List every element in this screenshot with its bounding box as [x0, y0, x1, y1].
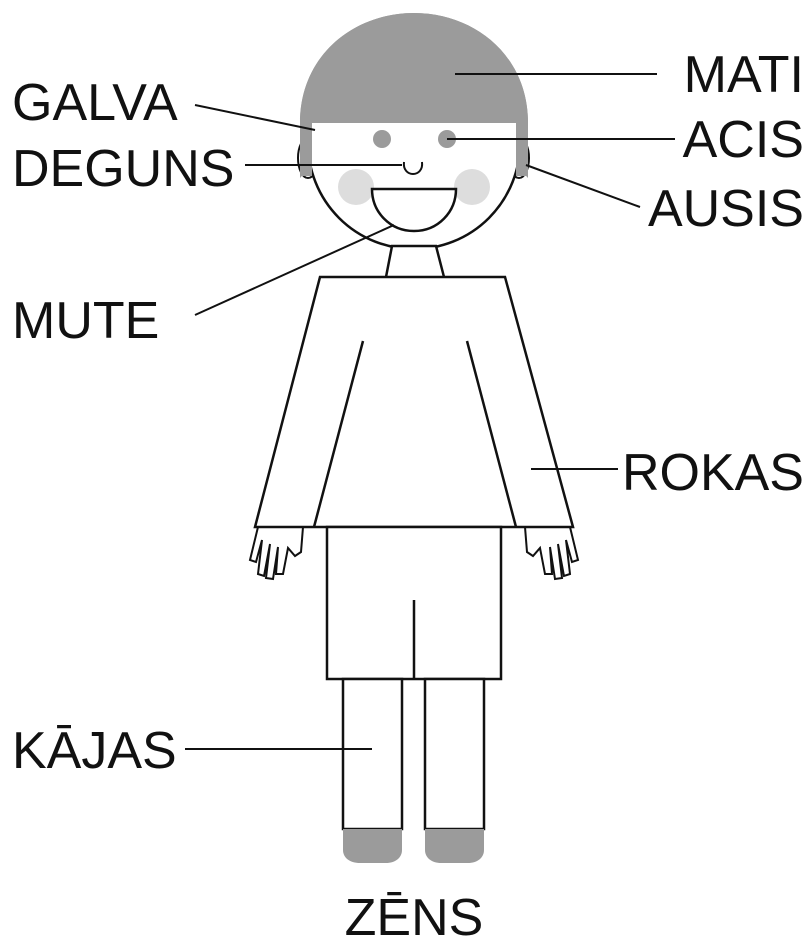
neck	[386, 246, 444, 277]
shirt	[255, 277, 573, 527]
left-cheek	[338, 169, 374, 205]
leader-galva	[195, 105, 315, 130]
label-rokas: ROKAS	[622, 444, 804, 502]
label-mute: MUTE	[12, 292, 159, 350]
left-eye	[373, 130, 391, 148]
label-mati: MATI	[684, 46, 804, 104]
right-shoe	[425, 829, 484, 863]
label-deguns: DEGUNS	[12, 140, 234, 198]
label-acis: ACIS	[683, 111, 804, 169]
hair-side-right	[516, 120, 528, 176]
right-leg	[425, 679, 484, 829]
left-hand	[250, 527, 303, 579]
right-cheek	[454, 169, 490, 205]
right-hand	[525, 527, 578, 579]
label-kajas: KĀJAS	[12, 722, 177, 780]
left-leg	[343, 679, 402, 829]
label-ausis: AUSIS	[648, 180, 804, 238]
left-shoe	[343, 829, 402, 863]
hair-cap	[300, 13, 528, 123]
diagram-title: ZĒNS	[345, 889, 484, 941]
label-galva: GALVA	[12, 74, 178, 132]
leader-ausis	[526, 165, 640, 207]
